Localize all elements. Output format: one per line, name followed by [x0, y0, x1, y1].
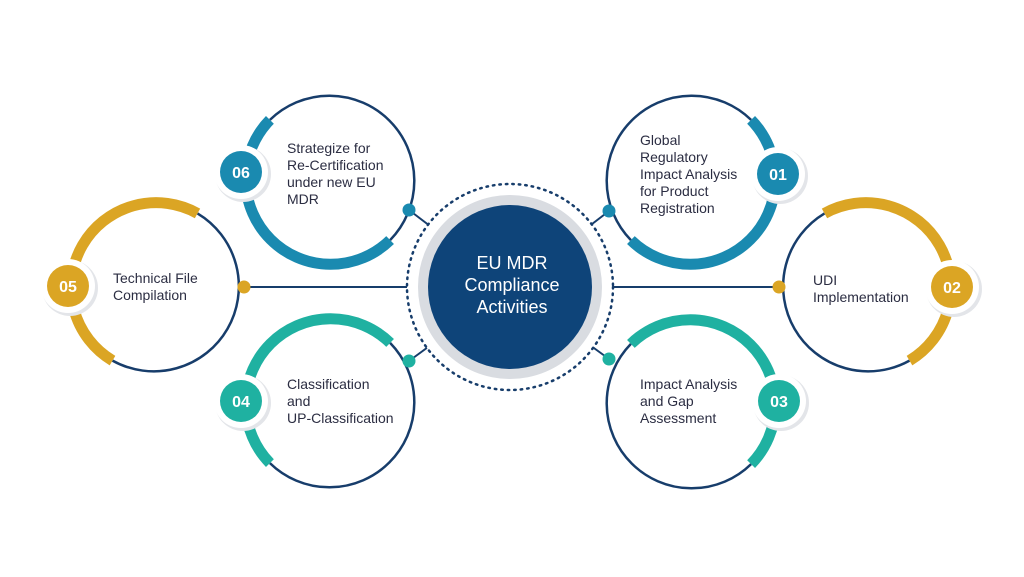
step-02-ring-thin-arc	[781, 212, 911, 373]
step-05-badge-circle	[47, 265, 89, 307]
step-03-badge-circle	[758, 380, 800, 422]
step-06-badge-number: 06	[232, 165, 250, 182]
step-02-label: UDI Implementation	[813, 272, 909, 306]
step-05-badge-number: 05	[59, 279, 77, 296]
step-05-connector-dot	[237, 280, 251, 294]
step-03-label-line: Assessment	[640, 410, 717, 426]
step-04-label-line: Classification	[287, 376, 370, 392]
step-05-label: Technical File Compilation	[113, 270, 198, 304]
step-03-ring-fill	[606, 319, 776, 489]
step-01-connector-dot	[602, 204, 616, 218]
step-04-label: Classification and UP-Classification	[287, 376, 394, 427]
step-04-label-line: UP-Classification	[287, 410, 394, 426]
step-05-ring-thin-arc	[111, 212, 241, 373]
step-01-badge: 01	[751, 147, 808, 204]
step-03-ring	[605, 314, 781, 490]
step-01-label-line: Impact Analysis	[640, 166, 738, 182]
step-01-label-line: Global	[640, 132, 681, 148]
step-06-badge-circle	[220, 151, 262, 193]
step-01-ring-fill	[606, 95, 776, 265]
step-01-label: Global Regulatory Impact Analysis for Pr…	[640, 132, 737, 217]
step-03-ring-thick-arc	[627, 314, 781, 468]
step-03-ring-thin-arc	[605, 343, 752, 490]
step-05-label-line: Technical File	[113, 270, 198, 286]
center-title-line: Compliance	[464, 275, 560, 295]
step-02-connector-dot	[772, 280, 786, 294]
step-05-ring	[65, 197, 241, 373]
step-02-label-line: UDI	[813, 272, 838, 288]
step-06-label: Strategize for Re-Certification under ne…	[287, 140, 383, 208]
step-03-label-line: Impact Analysis	[640, 376, 738, 392]
step-02-ring-fill	[782, 202, 952, 372]
step-05-badge: 05	[41, 259, 98, 316]
step-04-label-line: and	[287, 393, 311, 409]
step-06-label-line: under new EU	[287, 174, 376, 190]
step-01-label-line: Regulatory	[640, 149, 708, 165]
step-06-label-line: MDR	[287, 191, 319, 207]
center-title-line: Activities	[476, 297, 548, 317]
step-06-label-line: Strategize for	[287, 140, 371, 156]
step-06-badge: 06	[214, 145, 271, 202]
step-03-label: Impact Analysis and Gap Assessment	[640, 376, 737, 427]
step-01-label-line: for Product	[640, 183, 709, 199]
step-03-badge: 03	[752, 374, 809, 431]
step-02-label-line: Implementation	[813, 289, 909, 305]
step-03-connector-dot	[602, 352, 616, 366]
center-circle	[428, 205, 592, 369]
step-01-label-line: Registration	[640, 200, 715, 216]
step-04-ring-fill	[245, 318, 415, 488]
center-title-line: EU MDR	[476, 253, 548, 273]
step-02-badge-number: 02	[943, 280, 961, 297]
step-05-label-line: Compilation	[113, 287, 187, 303]
step-04-badge-circle	[220, 380, 262, 422]
step-02-badge-circle	[931, 266, 973, 308]
step-01-badge-circle	[757, 153, 799, 195]
step-04-connector-dot	[402, 354, 416, 368]
step-05-ring-thick-arc	[65, 197, 201, 366]
center-title: EU MDR Compliance Activities	[428, 252, 596, 318]
step-06-label-line: Re-Certification	[287, 157, 384, 173]
step-03-badge-number: 03	[770, 394, 788, 411]
step-05-ring-fill	[70, 202, 240, 372]
step-04-badge: 04	[214, 374, 271, 431]
step-01-badge-number: 01	[769, 167, 787, 184]
step-02-ring-thick-arc	[821, 197, 957, 366]
step-06-ring-fill	[245, 95, 415, 265]
step-04-ring-thin-arc	[269, 342, 416, 489]
step-02-ring	[781, 197, 957, 373]
step-06-connector-dot	[402, 203, 416, 217]
step-04-badge-number: 04	[232, 394, 250, 411]
step-02-badge: 02	[925, 260, 982, 317]
step-03-label-line: and Gap	[640, 393, 694, 409]
